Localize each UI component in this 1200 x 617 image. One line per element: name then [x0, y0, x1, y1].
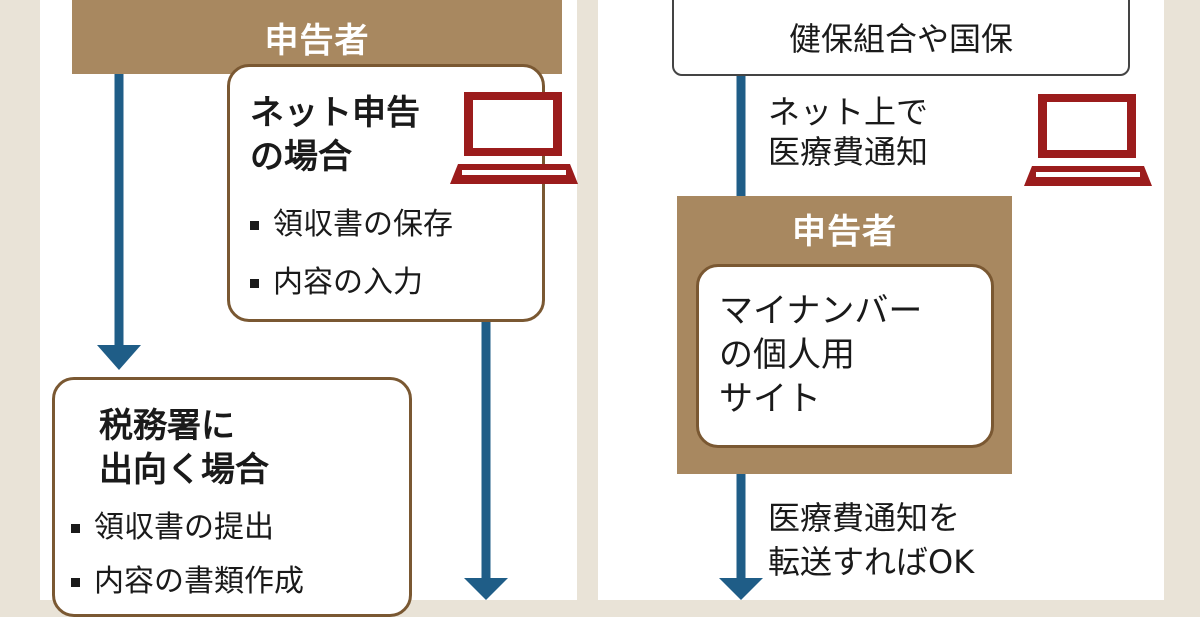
laptop-icon	[1024, 94, 1152, 186]
mynumber-portal-box: マイナンバー の個人用 サイト	[696, 264, 994, 448]
list-item: 内容の入力	[250, 263, 453, 303]
net-filing-title-line: ネット申告	[250, 93, 420, 133]
insurer-box: 健保組合や国保	[672, 0, 1130, 76]
arrow-head-from-net-box	[464, 578, 508, 600]
office-item-label: 領収書の提出	[94, 510, 274, 545]
tax-office-list: 領収書の提出 内容の書類作成	[71, 508, 304, 602]
portal-line: の個人用	[719, 335, 855, 375]
net-notice-line: 医療費通知	[768, 133, 929, 171]
tax-office-box: 税務署に 出向く場合 領収書の提出 内容の書類作成	[52, 377, 412, 617]
transfer-text: 医療費通知を 転送すればOK	[768, 496, 974, 584]
bullet-icon	[71, 577, 80, 587]
filer-bar-left: 申告者	[72, 0, 562, 74]
net-notice-line: ネット上で	[768, 93, 929, 131]
list-item: 領収書の保存	[250, 205, 453, 245]
insurer-label: 健保組合や国保	[788, 20, 1013, 58]
portal-line: マイナンバー	[719, 291, 923, 331]
net-filing-title-line: の場合	[250, 137, 352, 177]
bullet-icon	[71, 523, 80, 533]
list-item: 内容の書類作成	[71, 562, 304, 602]
list-item: 領収書の提出	[71, 508, 304, 548]
net-filing-title: ネット申告 の場合	[250, 91, 420, 179]
arrow-head-from-portal	[719, 578, 763, 600]
net-item-label: 領収書の保存	[273, 207, 453, 242]
portal-line: サイト	[719, 379, 821, 419]
filer-label-right: 申告者	[792, 212, 897, 252]
tax-office-title: 税務署に 出向く場合	[99, 404, 269, 492]
office-item-label: 内容の書類作成	[94, 564, 304, 599]
transfer-line: 転送すればOK	[768, 543, 975, 581]
net-filing-list: 領収書の保存 内容の入力	[250, 205, 453, 303]
bullet-icon	[250, 278, 259, 288]
filer-label-left: 申告者	[264, 20, 370, 61]
net-notice-text: ネット上で 医療費通知	[768, 92, 928, 172]
bullet-icon	[250, 220, 259, 230]
tax-office-title-line: 出向く場合	[99, 450, 269, 490]
tax-office-title-line: 税務署に	[99, 406, 235, 446]
net-item-label: 内容の入力	[273, 265, 423, 300]
transfer-line: 医療費通知を	[768, 499, 961, 537]
arrow-head-to-tax-office	[97, 345, 141, 370]
laptop-icon	[450, 92, 578, 184]
